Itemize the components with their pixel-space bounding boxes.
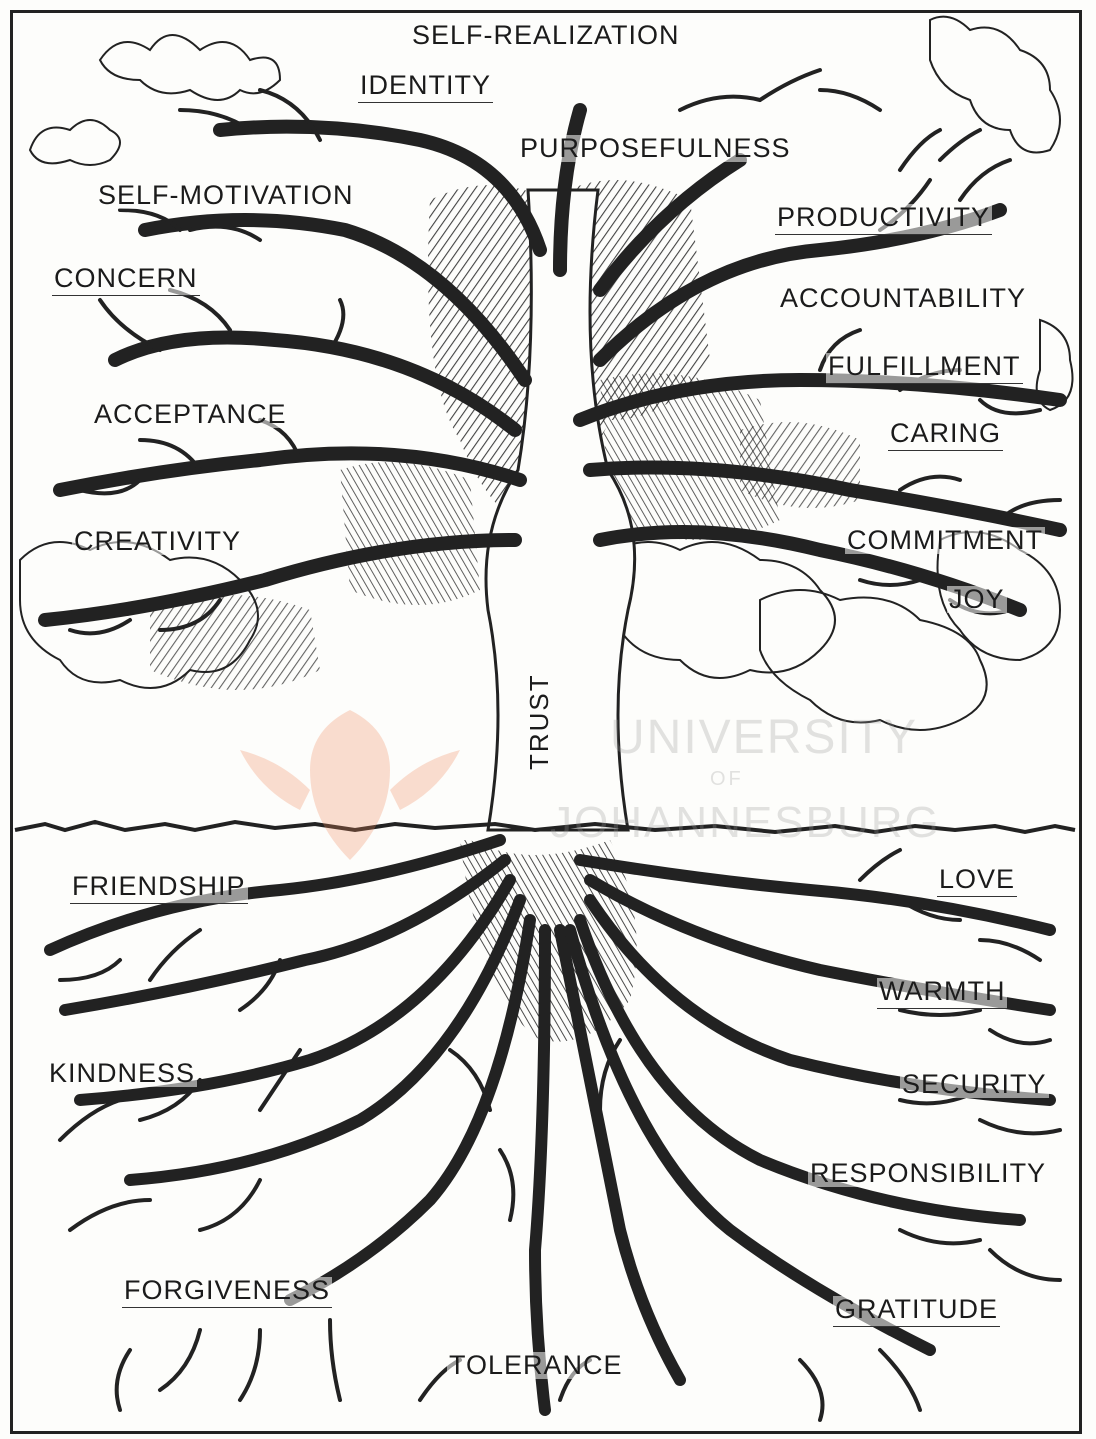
label-fulfillment: FULFILLMENT	[826, 353, 1023, 384]
label-concern: CONCERN	[52, 265, 200, 296]
label-gratitude: GRATITUDE	[833, 1296, 1000, 1327]
label-friendship: FRIENDSHIP	[70, 873, 248, 904]
label-productivity: PRODUCTIVITY	[775, 204, 992, 235]
label-joy: JOY	[947, 586, 1007, 613]
label-responsibility: RESPONSIBILITY	[808, 1160, 1048, 1187]
label-love: LOVE	[937, 866, 1017, 897]
label-purposefulness: PURPOSEFULNESS	[518, 135, 793, 162]
label-caring: CARING	[888, 420, 1003, 451]
label-security: SECURITY	[900, 1071, 1049, 1098]
label-identity: IDENTITY	[358, 72, 493, 103]
trunk-label-trust: TRUST	[526, 673, 552, 770]
label-tolerance: TOLERANCE	[447, 1352, 625, 1379]
label-self-motivation: SELF-MOTIVATION	[96, 182, 356, 209]
label-acceptance: ACCEPTANCE	[92, 401, 289, 428]
label-creativity: CREATIVITY	[72, 528, 243, 555]
label-warmth: WARMTH	[877, 978, 1007, 1009]
label-self-realization: SELF-REALIZATION	[410, 22, 682, 49]
label-accountability: ACCOUNTABILITY	[778, 285, 1028, 312]
label-commitment: COMMITMENT	[845, 527, 1045, 554]
label-kindness: KINDNESS	[47, 1060, 197, 1087]
label-forgiveness: FORGIVENESS	[122, 1277, 332, 1308]
